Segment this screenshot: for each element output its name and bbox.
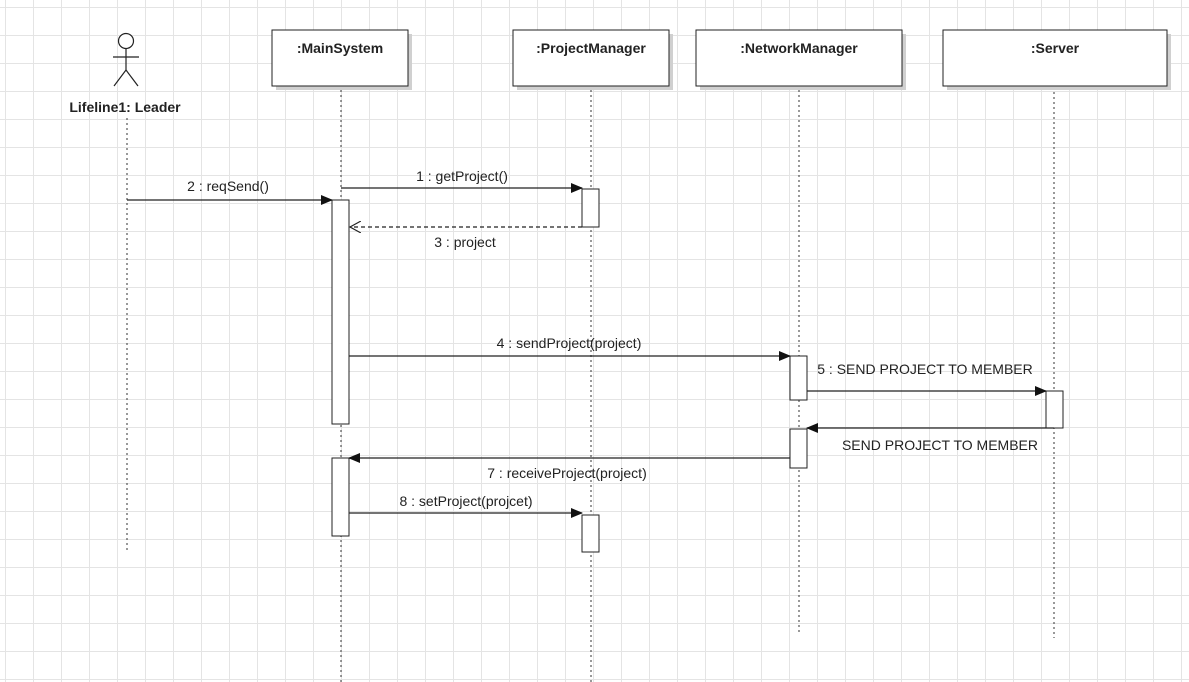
project-manager-label: :ProjectManager [536,40,646,56]
message-3-label: 3 : project [434,234,496,250]
message-6-label: SEND PROJECT TO MEMBER [842,437,1038,453]
server-activation [1045,390,1064,429]
server-label: :Server [1031,40,1080,56]
actor-label: Lifeline1: Leader [69,99,181,115]
message-8-label: 8 : setProject(projcet) [399,493,532,509]
network-manager-object: :NetworkManager [695,29,906,90]
server-object: :Server [942,29,1171,90]
message-5-label: 5 : SEND PROJECT TO MEMBER [817,361,1033,377]
message-4-label: 4 : sendProject(project) [497,335,642,351]
message-2-label: 2 : reqSend() [187,178,269,194]
main-system-activation-2 [331,457,350,537]
main-system-activation-1 [331,199,350,425]
project-manager-object: :ProjectManager [512,29,673,90]
message-7-label: 7 : receiveProject(project) [487,465,647,481]
project-manager-activation-1 [581,188,600,228]
network-manager-label: :NetworkManager [740,40,858,56]
project-manager-activation-2 [581,514,600,553]
stick-figure-icon [113,32,139,87]
main-system-object: :MainSystem [271,29,412,90]
message-1-label: 1 : getProject() [416,168,508,184]
main-system-label: :MainSystem [297,40,383,56]
network-manager-activation-2 [789,428,808,469]
network-manager-activation-1 [789,355,808,401]
